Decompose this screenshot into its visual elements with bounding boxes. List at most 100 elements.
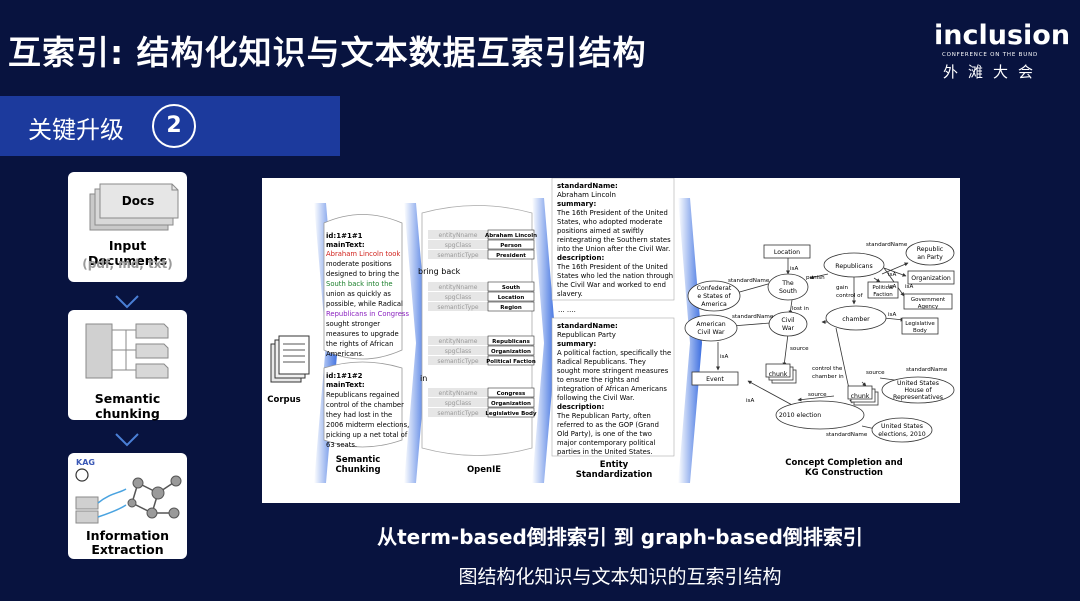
information-extraction-card: KAG Information Extraction — [68, 453, 187, 559]
std-line: into the Union after the Civil War. — [557, 245, 670, 253]
stage-label-std: Entity — [600, 460, 629, 470]
std-line: Radical Republicans. They — [557, 358, 646, 366]
kg-edge-label: standardName — [866, 242, 908, 248]
logo-tagline: CONFERENCE ON THE BUND — [941, 52, 1039, 58]
stage-arrow — [532, 198, 556, 483]
kg-label: chamber — [842, 316, 870, 323]
field-value: Political Faction — [486, 359, 536, 365]
std-key: summary: — [557, 340, 596, 348]
field-value: Congress — [497, 391, 526, 397]
corpus-icon — [270, 335, 310, 383]
std-line: The 16th President of the United — [556, 209, 668, 217]
kg-label: Location — [774, 249, 800, 256]
kg-edge-label: isA — [746, 398, 754, 404]
chunk2-line: 2006 midterm elections, — [326, 421, 409, 429]
kg-label: Organization — [911, 275, 951, 282]
std-key: standardName: — [557, 322, 618, 330]
information-extraction-label: Information Extraction — [68, 529, 187, 557]
kg-label: United States — [897, 380, 939, 387]
kg-edge-label: punish — [806, 275, 825, 281]
kg-label: chunk — [851, 393, 870, 400]
information-extraction-line2: Extraction — [91, 542, 164, 557]
chunk2-line: 63 seats. — [326, 441, 357, 449]
chunk2-line: Republicans regained — [326, 391, 399, 399]
field-name: semanticType — [437, 304, 479, 311]
std-line: referred to as the GOP (Grand — [557, 421, 659, 429]
std-line: parties in the United States. — [557, 448, 653, 456]
kg-edge-label: standardName — [728, 278, 770, 284]
std-value: Abraham Lincoln — [557, 191, 616, 199]
std-line: reintegrating the Southern states — [557, 236, 671, 244]
std-line: to ensure the rights and — [557, 376, 639, 384]
chunk2-line: picking up a net total of — [326, 431, 408, 439]
chunk2-line: control of the chamber — [326, 401, 404, 409]
std-card-2 — [551, 317, 675, 457]
stage-label-openie: OpenIE — [467, 465, 501, 475]
kg-label: Civil — [781, 317, 794, 324]
kg-label: American — [696, 321, 726, 328]
field-value: Organization — [491, 401, 531, 407]
kg-edge-label: source — [808, 392, 827, 398]
kg-node-ushr — [881, 376, 955, 404]
chunk1-line: measures to upgrade — [326, 330, 399, 338]
stage-label-kg: Concept Completion and — [785, 458, 902, 468]
chunk-icon — [765, 363, 797, 384]
input-documents-sublabel: (pdf, md, txt) — [82, 257, 173, 271]
caption-main: 从term-based倒排索引 到 graph-based倒排索引 — [377, 525, 863, 549]
std-line: sought more stringent measures — [557, 367, 669, 375]
chunk-card-2 — [323, 361, 403, 448]
kg-label: an Party — [917, 254, 943, 261]
kg-edge-label: isA — [720, 354, 728, 360]
kag-badge: KAG — [76, 458, 95, 467]
kg-node-american-civil-war — [684, 314, 738, 342]
field-name: entityNname — [439, 232, 478, 239]
kg-node-event — [691, 371, 739, 386]
kg-edge-label: isA — [888, 284, 896, 290]
std-key: description: — [557, 254, 604, 262]
stage-label-kg: KG Construction — [805, 468, 883, 478]
openie-table: entityNname spgClass semanticType South … — [428, 281, 535, 312]
kg-node-the-south — [767, 273, 809, 301]
kg-node-confederate-states — [687, 280, 741, 312]
page-title: 互索引: 结构化知识与文本数据互索引结构 — [8, 33, 647, 72]
chunk1-line: Americans. — [326, 350, 364, 358]
kg-node-government-agency — [903, 293, 953, 310]
input-documents-card: Docs Input Documents (pdf, md, txt) — [68, 172, 187, 282]
caption-sub: 图结构化知识与文本知识的互索引结构 — [458, 566, 782, 588]
kg-node-republicans — [823, 252, 885, 278]
chunk1-line: Abraham Lincoln took — [326, 250, 400, 258]
kg-label: Agency — [918, 304, 939, 310]
field-value: Organization — [491, 349, 531, 355]
corpus-label: Corpus — [267, 395, 300, 405]
semantic-chunking-label: Semantic chunking — [94, 391, 161, 421]
field-value: Republicans — [492, 339, 530, 345]
chunk1-field: mainText: — [326, 241, 365, 249]
std-value: Republican Party — [557, 331, 616, 339]
kg-node-legislative-body — [901, 317, 939, 335]
std-line: positions aimed at swiftly — [557, 227, 644, 235]
openai-icon — [75, 468, 89, 482]
kg-edge-label: isA — [888, 312, 896, 318]
chunk-card-1 — [323, 214, 403, 360]
chunk-icon — [847, 385, 879, 406]
openie-table: entityNname spgClass semanticType Congre… — [428, 387, 537, 418]
field-value: Person — [500, 243, 522, 249]
section-band: 关键升级 2 — [0, 96, 340, 156]
chunk1-line: Republicans in Congress — [326, 310, 409, 318]
chevron-down-icon — [115, 295, 139, 309]
logo-word: inclusion — [934, 20, 1071, 51]
kg-edge-label: gain — [836, 285, 849, 291]
semantic-chunking-card: Semantic chunking — [68, 310, 187, 421]
std-card-1 — [551, 178, 675, 301]
kg-label: Civil War — [697, 329, 725, 336]
section-label: 关键升级 — [28, 116, 124, 144]
std-line: integration of African Americans — [557, 385, 667, 393]
std-line: slavery. — [557, 290, 583, 298]
kg-label: Government — [911, 297, 946, 303]
kg-label: Confederat — [697, 285, 732, 292]
kg-edge-label: chamber in — [812, 374, 844, 380]
chunking-icon — [85, 323, 169, 379]
kg-edge-label: source — [790, 346, 809, 352]
kg-label: Republic — [917, 246, 944, 253]
kg-edge-label: control the — [812, 366, 843, 372]
